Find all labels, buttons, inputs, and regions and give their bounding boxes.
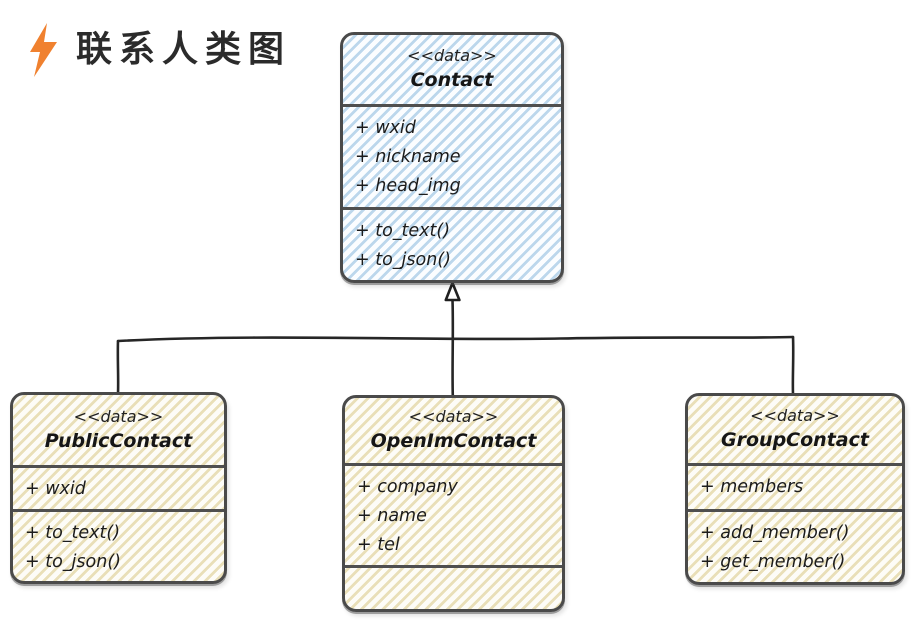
method-row: + to_text() — [355, 221, 451, 241]
class-attributes: + wxid — [13, 468, 224, 512]
lightning-icon — [30, 23, 57, 77]
class-name: GroupContact — [721, 429, 869, 451]
class-stereotype: <<data>> — [408, 407, 499, 426]
class-name: PublicContact — [44, 429, 193, 452]
method-row: + get_member() — [700, 552, 846, 572]
method-row: + to_text() — [25, 523, 121, 543]
class-box-group-contact: <<data>> GroupContact + members + add_me… — [685, 393, 905, 585]
attribute-row: + name — [357, 506, 427, 526]
class-box-public-contact: <<data>> PublicContact + wxid + to_text(… — [10, 392, 227, 584]
class-box-contact: <<data>> Contact + wxid + nickname + hea… — [340, 32, 564, 283]
class-header: <<data>> Contact — [343, 35, 561, 107]
class-stereotype: <<data>> — [407, 46, 497, 65]
connector-bus-line — [116, 335, 795, 343]
method-row: + to_json() — [355, 250, 451, 270]
method-row: + add_member() — [700, 523, 850, 543]
diagram-title-block: 联系人类图 — [24, 22, 291, 78]
method-row: + to_json() — [25, 552, 121, 572]
attribute-row: + wxid — [25, 479, 86, 499]
class-methods-empty — [345, 568, 562, 609]
class-methods: + to_text() + to_json() — [13, 512, 224, 581]
class-header: <<data>> GroupContact — [688, 396, 902, 466]
class-box-openim-contact: <<data>> OpenImContact + company + name … — [342, 395, 565, 612]
attribute-row: + tel — [357, 535, 400, 555]
class-name: Contact — [410, 69, 494, 91]
attribute-row: + head_img — [355, 176, 461, 196]
attribute-row: + nickname — [355, 147, 461, 167]
class-attributes: + members — [688, 466, 902, 512]
class-name: OpenImContact — [370, 430, 537, 452]
attribute-row: + members — [700, 477, 804, 497]
class-stereotype: <<data>> — [750, 406, 840, 425]
class-header: <<data>> OpenImContact — [345, 398, 562, 466]
class-methods: + add_member() + get_member() — [688, 512, 902, 582]
class-attributes: + company + name + tel — [345, 466, 562, 568]
class-stereotype: <<data>> — [73, 406, 164, 426]
class-header: <<data>> PublicContact — [13, 395, 224, 468]
class-attributes: + wxid + nickname + head_img — [343, 107, 561, 210]
page-title: 联系人类图 — [76, 29, 292, 71]
attribute-row: + wxid — [355, 118, 416, 138]
attribute-row: + company — [357, 477, 458, 497]
inheritance-arrow-icon — [444, 281, 461, 302]
class-methods: + to_text() + to_json() — [343, 210, 561, 280]
